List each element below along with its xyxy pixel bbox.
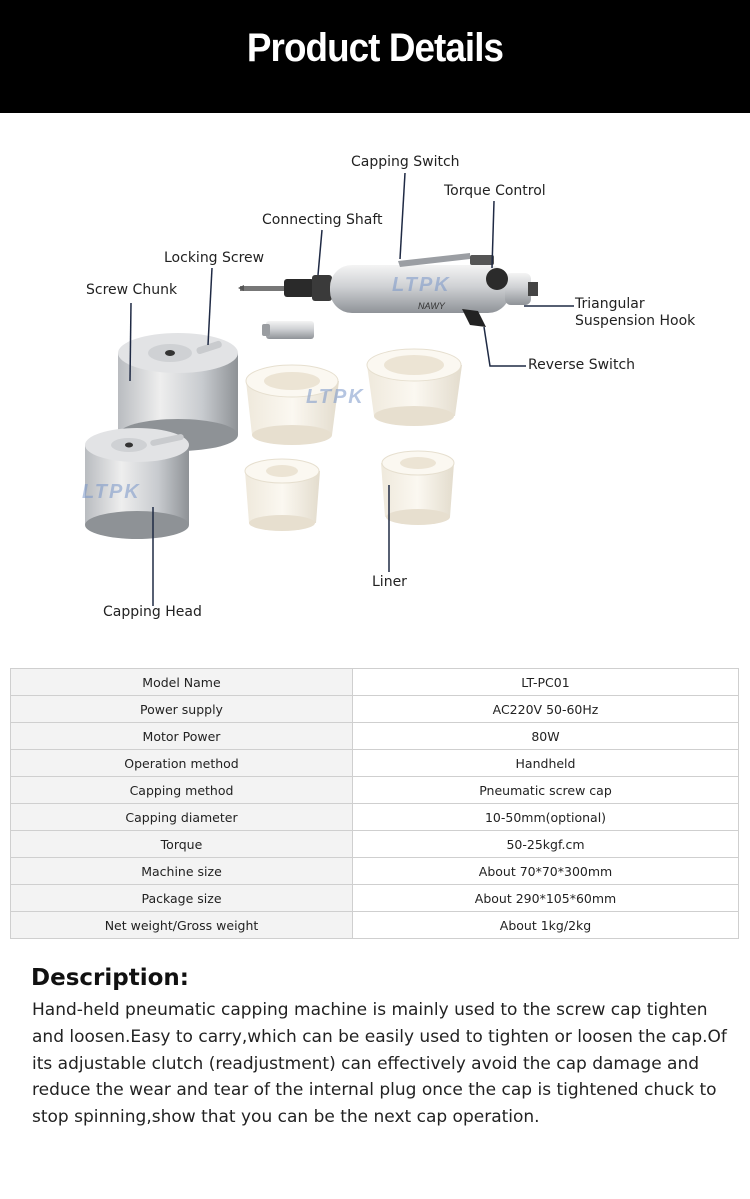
- label-screw-chunk: Screw Chunk: [86, 282, 178, 298]
- liner-large-left: [245, 364, 339, 445]
- spec-value: 10-50mm(optional): [352, 803, 739, 831]
- product-illustration: NAWY: [85, 172, 574, 606]
- spec-value: About 1kg/2kg: [352, 911, 739, 939]
- label-triangular-hook-line2: Suspension Hook: [575, 313, 696, 329]
- label-capping-head: Capping Head: [103, 604, 202, 620]
- tool-brand-text: NAWY: [418, 301, 446, 311]
- leader-capping-switch: [399, 172, 406, 260]
- label-capping-switch: Capping Switch: [351, 154, 460, 170]
- description-text: Hand-held pneumatic capping machine is m…: [32, 1000, 727, 1128]
- spec-value: 50-25kgf.cm: [352, 830, 739, 858]
- leader-screw-chunk: [129, 302, 132, 382]
- spec-value: AC220V 50-60Hz: [352, 695, 739, 723]
- leader-locking-screw: [207, 267, 213, 346]
- spec-key: Net weight/Gross weight: [10, 911, 353, 939]
- page-title: Product Details: [246, 26, 504, 70]
- spec-key: Motor Power: [10, 722, 353, 750]
- watermark-center: LTPK: [306, 386, 365, 408]
- spec-key: Model Name: [10, 668, 353, 696]
- leader-lines: [129, 172, 574, 606]
- product-diagram: NAWY: [0, 113, 750, 663]
- spec-key: Capping diameter: [10, 803, 353, 831]
- liner-small-right: [381, 450, 455, 525]
- liner-small-left: [244, 458, 320, 531]
- air-coupler: [262, 321, 314, 339]
- liner-large-right: [366, 348, 462, 426]
- pneumatic-tool: NAWY: [238, 253, 538, 327]
- spec-value: Handheld: [352, 749, 739, 777]
- spec-value: About 70*70*300mm: [352, 857, 739, 885]
- description-title: Description:: [31, 965, 189, 991]
- watermark-left: LTPK: [82, 481, 141, 503]
- spec-key: Operation method: [10, 749, 353, 777]
- label-reverse-switch: Reverse Switch: [528, 357, 636, 373]
- header-banner: Product Details: [0, 0, 750, 113]
- spec-value: Pneumatic screw cap: [352, 776, 739, 804]
- spec-key: Machine size: [10, 857, 353, 885]
- spec-key: Capping method: [10, 776, 353, 804]
- label-connecting-shaft: Connecting Shaft: [262, 212, 383, 228]
- label-liner: Liner: [372, 574, 407, 590]
- label-triangular-hook-line1: Triangular: [575, 296, 645, 312]
- spec-value: About 290*105*60mm: [352, 884, 739, 912]
- leader-reverse-switch: [483, 326, 526, 367]
- spec-key: Power supply: [10, 695, 353, 723]
- leader-torque-control: [491, 200, 495, 269]
- spec-key: Package size: [10, 884, 353, 912]
- spec-key: Torque: [10, 830, 353, 858]
- spec-value: LT-PC01: [352, 668, 739, 696]
- spec-value: 80W: [352, 722, 739, 750]
- watermark-tool: LTPK: [392, 274, 451, 296]
- leader-connecting-shaft: [317, 229, 323, 276]
- capping-head-part: [85, 428, 189, 539]
- label-torque-control: Torque Control: [444, 183, 546, 199]
- label-locking-screw: Locking Screw: [164, 250, 265, 266]
